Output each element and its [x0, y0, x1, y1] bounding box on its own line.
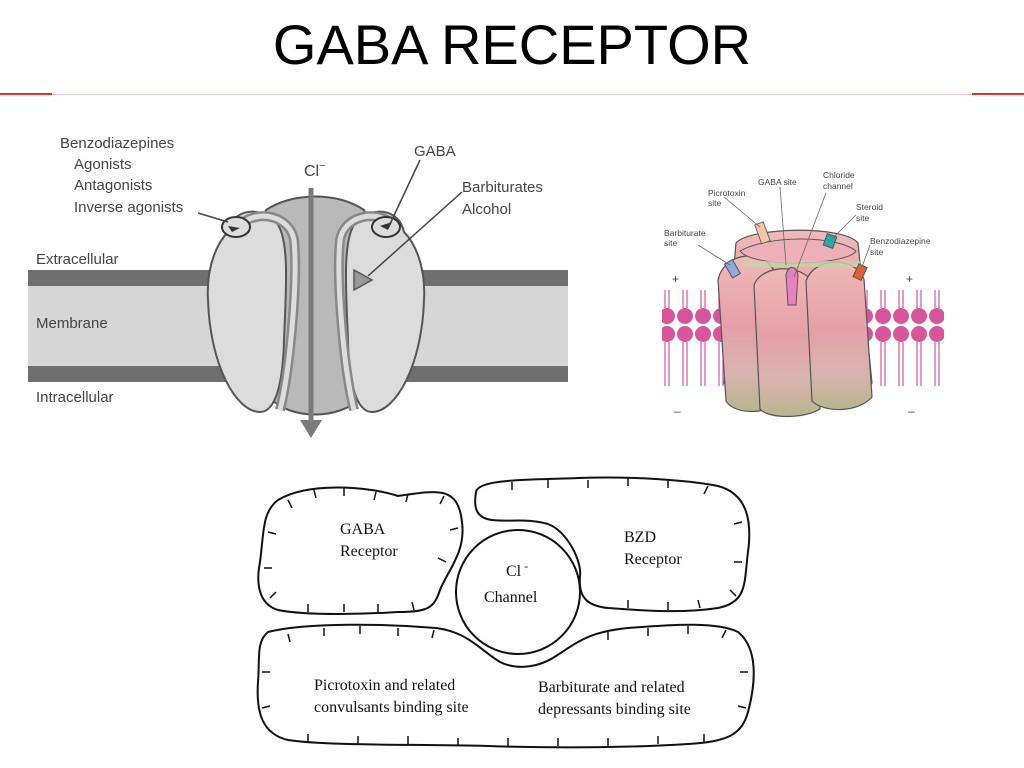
- gaba-receptor-label-line2: Receptor: [340, 543, 398, 560]
- label-steroid: Steroid: [856, 202, 883, 212]
- picrotoxin-label-line1: Picrotoxin and related: [314, 677, 455, 694]
- label-extracellular: Extracellular: [36, 251, 119, 268]
- label-picrotoxin-site: site: [708, 198, 722, 208]
- gaba-receptor-label-line1: GABA: [340, 521, 386, 538]
- minus-right: –: [908, 404, 915, 418]
- benzodiazepine-site-marker: [852, 263, 868, 282]
- label-gaba-site: GABA site: [758, 177, 797, 187]
- label-barbiturate-site: site: [664, 238, 678, 248]
- label-benzodiazepine-site: site: [870, 247, 884, 257]
- label-inverse-agonists: Inverse agonists: [74, 199, 183, 216]
- chloride-channel-label-line1: Cl-: [506, 559, 528, 580]
- chloride-channel-circle: [455, 529, 581, 655]
- label-chloride-channel: channel: [823, 181, 853, 191]
- plus-right: +: [906, 272, 913, 286]
- label-barbiturates: Barbiturates: [462, 179, 543, 196]
- bzd-receptor-label-line2: Receptor: [624, 551, 682, 568]
- label-antagonists: Antagonists: [74, 177, 152, 194]
- receptor-subunit-c: [805, 261, 873, 411]
- label-chloride: Cl−: [304, 160, 326, 180]
- picrotoxin-region: [256, 623, 755, 749]
- label-picrotoxin: Picrotoxin: [708, 188, 746, 198]
- title-rule-right: [972, 93, 1024, 95]
- chloride-channel-label-line2: Channel: [484, 589, 538, 606]
- barbiturate-label-line2: depressants binding site: [538, 701, 691, 718]
- chloride-channel-pore: [785, 267, 799, 306]
- label-agonists: Agonists: [74, 156, 132, 173]
- title-rule-left: [0, 93, 52, 95]
- label-barbiturate: Barbiturate: [664, 228, 706, 238]
- gaba-complex-schematic: GABA Receptor BZD Receptor Cl- Channel P…: [256, 476, 755, 749]
- minus-left: –: [674, 404, 681, 418]
- title-rule-center: [52, 94, 972, 95]
- gaba-receptor-3d-diagram: Picrotoxin site GABA site Chloride chann…: [662, 170, 944, 418]
- label-gaba: GABA: [414, 143, 456, 160]
- barbiturate-label-line1: Barbiturate and related: [538, 679, 685, 696]
- gaba-receptor-region: [257, 486, 464, 615]
- label-alcohol: Alcohol: [462, 201, 511, 218]
- benzodiazepine-pocket: [221, 216, 251, 238]
- picrotoxin-label-line2: convulsants binding site: [314, 699, 469, 716]
- label-membrane: Membrane: [36, 315, 108, 332]
- label-benzodiazepine: Benzodiazepine: [870, 236, 931, 246]
- gaba-receptor-membrane-diagram: Benzodiazepines Agonists Antagonists Inv…: [28, 135, 568, 438]
- label-steroid-site: site: [856, 213, 870, 223]
- receptor-stripe: [742, 261, 860, 267]
- picrotoxin-site-marker: [754, 221, 771, 245]
- barbiturate-pocket: [353, 268, 374, 292]
- bzd-receptor-region: [474, 476, 751, 613]
- label-intracellular: Intracellular: [36, 389, 114, 406]
- plus-left: +: [672, 272, 679, 286]
- label-benzodiazepines: Benzodiazepines: [60, 135, 174, 152]
- label-chloride: Chloride: [823, 170, 855, 180]
- bzd-receptor-label-line1: BZD: [624, 529, 656, 546]
- slide-title: GABA RECEPTOR: [272, 13, 752, 76]
